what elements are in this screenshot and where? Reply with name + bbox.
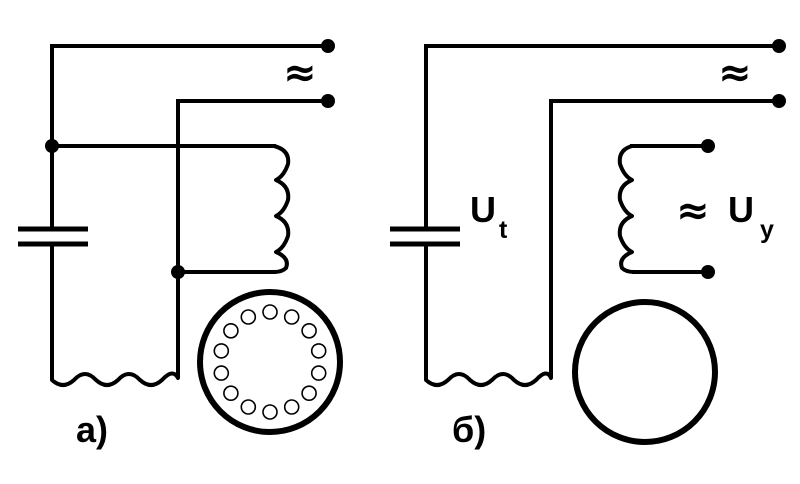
panel-b-supply-wire-2 [549, 99, 781, 376]
rotor-bar [240, 399, 257, 415]
panel-b-control-symbol: ≈ [676, 188, 710, 234]
rotor-bar [310, 365, 327, 381]
panel-b-rotor [572, 299, 718, 445]
panel-a-terminal-2 [321, 94, 335, 108]
panel-a-auxiliary-winding [272, 144, 291, 274]
rotor-bar [283, 309, 300, 325]
panel-b-control-terminal-1 [701, 139, 715, 153]
panel-a-supply-wire-2 [176, 99, 330, 376]
panel-b-control-terminal-2 [701, 265, 715, 279]
panel-a-supply-symbol: ≈ [283, 50, 317, 96]
panel-a-main-winding [50, 370, 180, 387]
panel-b-terminal-1 [772, 39, 786, 53]
panel-b-label: б) [452, 409, 486, 450]
panel-a-terminal-1 [321, 39, 335, 53]
panel-a-label: а) [76, 409, 108, 450]
panel-a-rotor-bars [213, 304, 327, 420]
rotor-bar [223, 385, 239, 402]
panel-b-supply-wire-1 [424, 44, 781, 230]
panel-a-junction-bottom [171, 265, 185, 279]
rotor-bar [213, 343, 230, 359]
rotor-bar [262, 304, 278, 320]
panel-b-supply-symbol: ≈ [718, 50, 752, 96]
rotor-bar [240, 309, 257, 325]
panel-b-capacitor-voltage-label: U [470, 189, 496, 230]
panel-b-control-voltage-subscript: y [760, 216, 774, 244]
panel-b-control-winding [617, 144, 636, 274]
panel-b-terminal-2 [772, 94, 786, 108]
rotor-bar [213, 365, 230, 381]
panel-a-supply-wire-1 [50, 44, 330, 230]
rotor-bar [223, 322, 239, 339]
rotor-bar [301, 322, 317, 339]
panel-b-capacitor-voltage-subscript: t [499, 216, 508, 244]
rotor-bar [310, 343, 327, 359]
rotor-bar [262, 404, 278, 420]
rotor-bar [301, 385, 317, 402]
panel-b-control-voltage-label: U [728, 189, 754, 230]
panel-a: ≈ а) [18, 39, 343, 450]
rotor-bar [283, 399, 300, 415]
panel-b: ≈ U t ≈ U y б) [390, 39, 786, 450]
panel-a-junction-top [45, 139, 59, 153]
panel-b-main-winding [424, 370, 553, 387]
